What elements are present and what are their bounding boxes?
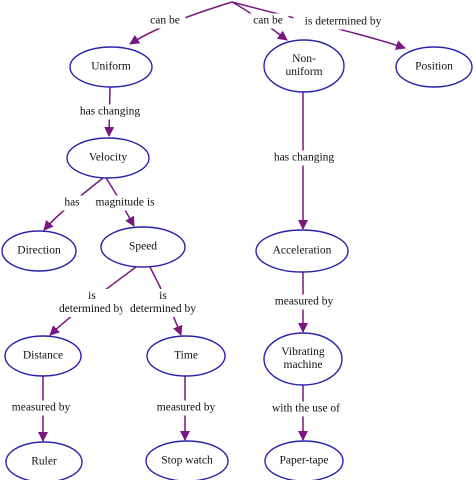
node-ellipse <box>263 332 343 386</box>
node-papertape: Paper-tape <box>264 440 344 480</box>
edge-label-root-uniform: can be <box>144 13 186 29</box>
edge-label-nonuniform-acceleration: has changing <box>266 150 342 166</box>
node-ellipse <box>145 440 229 480</box>
edge-label-background <box>72 104 148 120</box>
node-label: Ruler <box>31 456 57 468</box>
edge-label-text: with the use of <box>272 403 340 415</box>
edge-label-text: has changing <box>274 152 335 164</box>
edge-label-velocity-speed: magnitude is <box>87 195 163 211</box>
node-label: machine <box>284 359 323 371</box>
edge-label-text: can be <box>253 15 283 27</box>
node-ellipse <box>69 46 153 88</box>
node-acceleration: Acceleration <box>255 229 349 273</box>
node-label: Non- <box>292 53 316 65</box>
edge-label-background <box>51 289 133 317</box>
node-ruler: Ruler <box>5 441 83 480</box>
edge-label-velocity-direction: has <box>60 195 84 211</box>
edge-label-acceleration-vibrating: measured by <box>269 294 339 310</box>
node-ellipse <box>255 229 349 273</box>
edge-label-text: can be <box>150 15 180 27</box>
node-time: Time <box>146 335 226 377</box>
edge-label-background <box>6 400 76 416</box>
node-label: Speed <box>129 241 157 253</box>
node-label: Distance <box>23 350 63 362</box>
node-label: Vibrating <box>281 346 325 358</box>
node-label: uniform <box>285 66 322 78</box>
node-ellipse <box>1 230 77 272</box>
edge-label-text: is <box>159 290 167 302</box>
edge-label-time-stopwatch: measured by <box>151 400 221 416</box>
node-label: Acceleration <box>273 245 332 257</box>
edge-label-background <box>266 150 342 166</box>
node-ellipse <box>264 440 344 480</box>
edge-label-text: determined by <box>130 303 196 315</box>
edge-label-root-position: is determined by <box>293 14 393 30</box>
edge-label-background <box>259 401 353 417</box>
node-nonuniform: Non-uniform <box>263 39 345 93</box>
edge-labels-layer: can be can be is determined by has changing… <box>6 13 393 417</box>
nodes-layer: Uniform Non-uniform PositionVelocityDirect… <box>1 39 473 480</box>
node-label: Position <box>415 61 453 73</box>
edge-label-text: determined by <box>59 303 125 315</box>
edge-label-background <box>87 195 163 211</box>
edge-label-text: measured by <box>275 296 334 308</box>
edge-label-background <box>151 400 221 416</box>
node-label: Uniform <box>91 61 131 73</box>
edge-label-vibrating-papertape: with the use of <box>259 401 353 417</box>
node-position: Position <box>395 46 473 88</box>
edge-label-text: measured by <box>12 402 71 414</box>
edge-label-text: is determined by <box>305 16 382 28</box>
edge-label-distance-ruler: measured by <box>6 400 76 416</box>
edge-label-text: magnitude is <box>95 197 155 209</box>
edge-label-uniform-velocity: has changing <box>72 104 148 120</box>
edge-label-background <box>60 195 84 211</box>
node-direction: Direction <box>1 230 77 272</box>
node-label: Direction <box>17 245 61 257</box>
node-ellipse <box>5 441 83 480</box>
node-label: Velocity <box>89 152 128 164</box>
edge-label-background <box>247 13 289 29</box>
node-ellipse <box>395 46 473 88</box>
edge-label-text: has <box>64 197 80 209</box>
node-speed: Speed <box>100 226 186 268</box>
edge-label-background <box>269 294 339 310</box>
edge-label-root-nonuniform: can be <box>247 13 289 29</box>
edge-label-text: has changing <box>80 106 141 118</box>
edge-label-text: measured by <box>157 402 216 414</box>
node-distance: Distance <box>4 335 82 377</box>
node-ellipse <box>4 335 82 377</box>
edge-label-background <box>293 14 393 30</box>
node-ellipse <box>100 226 186 268</box>
node-label: Stop watch <box>161 455 213 467</box>
node-label: Paper-tape <box>280 455 329 467</box>
edge-label-text: is <box>88 290 96 302</box>
edge-label-background <box>144 13 186 29</box>
edge-label-background <box>122 289 204 317</box>
node-stopwatch: Stop watch <box>145 440 229 480</box>
node-ellipse <box>146 335 226 377</box>
node-label: Time <box>174 350 198 362</box>
node-uniform: Uniform <box>69 46 153 88</box>
node-ellipse <box>66 137 150 179</box>
node-velocity: Velocity <box>66 137 150 179</box>
node-ellipse <box>263 39 345 93</box>
